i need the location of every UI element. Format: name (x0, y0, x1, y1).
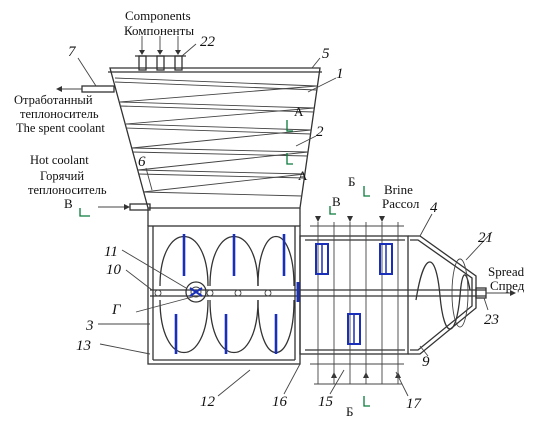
section-a-top: A (294, 104, 304, 119)
cooler-cylinder (299, 216, 409, 385)
callout-2: 2 (316, 124, 324, 140)
section-a-bottom: A (298, 168, 308, 183)
label-hot-en: Hot coolant (30, 153, 89, 167)
callout-21: 21 (478, 230, 493, 246)
callout-6: 6 (138, 154, 146, 170)
callout-13: 13 (76, 338, 91, 354)
leader-lines (77, 43, 493, 397)
callout-3: 3 (85, 318, 94, 334)
callout-4: 4 (430, 200, 438, 216)
callout-5: 5 (322, 46, 330, 62)
hot-coolant-inlet (98, 203, 151, 211)
callout-16: 16 (272, 394, 288, 410)
callout-10: 10 (106, 262, 122, 278)
callout-22: 22 (200, 34, 216, 50)
section-b-bottom: Б (346, 404, 353, 419)
label-spent-ru-1: Отработанный (14, 93, 93, 107)
section-g: Г (111, 302, 122, 318)
label-hot-ru-1: Горячий (40, 169, 84, 183)
label-hot-ru-2: теплоноситель (28, 183, 107, 197)
spent-coolant-outlet (56, 85, 115, 93)
label-spent-en: The spent coolant (16, 121, 105, 135)
section-b-marks (79, 186, 370, 407)
label-components-en: Components (125, 8, 191, 23)
hopper-body (108, 67, 322, 226)
section-b-top: Б (348, 174, 355, 189)
section-v-top: В (332, 194, 341, 209)
label-components-ru: Компоненты (124, 23, 194, 38)
callout-23: 23 (484, 312, 499, 328)
section-v-left: В (64, 196, 73, 211)
label-spread-en: Spread (488, 264, 525, 279)
mixing-chamber (147, 225, 301, 365)
label-brine-ru: Рассол (382, 196, 420, 211)
callout-11: 11 (104, 244, 118, 260)
callout-9: 9 (422, 354, 430, 370)
discharge-cone (408, 235, 516, 355)
callout-1: 1 (336, 66, 344, 82)
callout-17: 17 (406, 396, 423, 412)
callout-12: 12 (200, 394, 216, 410)
callout-15: 15 (318, 394, 334, 410)
spiral-coil (114, 77, 318, 197)
component-inlets (135, 36, 186, 71)
section-a-marks (286, 120, 293, 165)
label-brine-en: Brine (384, 182, 413, 197)
label-spread-ru: Спред (490, 278, 525, 293)
label-spent-ru-2: теплоноситель (20, 107, 99, 121)
callout-7: 7 (68, 44, 77, 60)
